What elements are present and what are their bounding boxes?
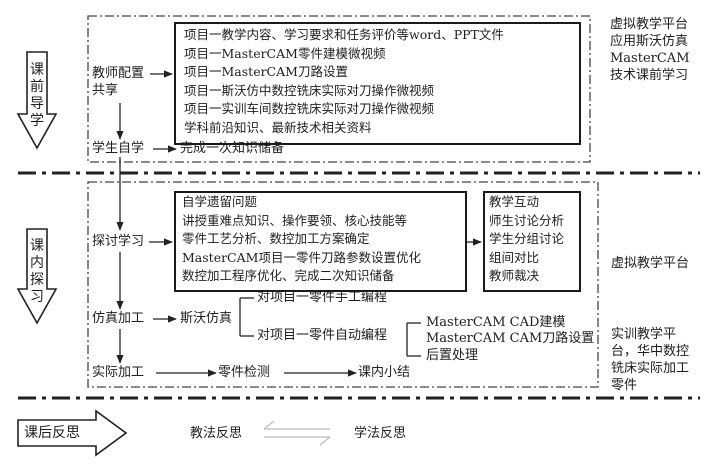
resource-item: 项目一教学内容、学习要求和任务评价等word、PPT文件 xyxy=(184,27,504,42)
interaction-box: 教学互动 师生讨论分析 学生分组讨论 组间对比 教师裁决 xyxy=(483,191,581,292)
resource-item: 项目一MasterCAM零件建模微视频 xyxy=(184,45,386,61)
part-inspection-label: 零件检测 xyxy=(218,365,271,380)
class-summary-label: 课内小结 xyxy=(358,365,411,380)
pre-class-arrow-shape xyxy=(16,51,58,150)
discussion-item: MasterCAM项目一零件刀路参数设置优化 xyxy=(182,249,421,265)
pre-class-arrow-label: 课前导学 xyxy=(30,62,44,129)
simulation-label: 仿真加工 xyxy=(92,311,145,326)
interaction-item: 教学互动 xyxy=(489,194,540,209)
first-knowledge-label: 完成一次知识储备 xyxy=(180,141,285,156)
interaction-item: 学生分组讨论 xyxy=(489,231,565,247)
resource-item: 项目一实训车间数控铣床实际对刀操作微视频 xyxy=(184,101,435,117)
cad-item: MasterCAM CAD建模 xyxy=(426,315,566,330)
teacher-share-label: 教师配置共享 xyxy=(92,66,145,98)
in-class-arrow-shape xyxy=(16,228,58,325)
resource-box: 项目一教学内容、学习要求和任务评价等word、PPT文件 项目一MasterCA… xyxy=(174,22,581,145)
interaction-item: 教师裁决 xyxy=(489,268,540,284)
learning-reflection-label: 学法反思 xyxy=(354,426,407,441)
real-platform-note: 实训教学平台，华中数控铣床实际加工零件 xyxy=(611,327,690,393)
resource-item: 学科前沿知识、最新技术相关资料 xyxy=(184,119,372,135)
manual-program-label: 对项目一零件手工编程 xyxy=(257,290,388,305)
resource-item: 项目一MasterCAM刀路设置 xyxy=(184,64,348,80)
discussion-label: 探讨学习 xyxy=(92,234,145,249)
discussion-item: 数控加工程序优化、完成二次知识储备 xyxy=(182,268,395,284)
in-class-arrow-label: 课内探习 xyxy=(30,238,44,305)
post-class-arrow-label: 课后反思 xyxy=(24,425,80,441)
interaction-item: 师生讨论分析 xyxy=(489,212,565,228)
auto-program-label: 对项目一零件自动编程 xyxy=(257,328,388,343)
discussion-item: 讲授重难点知识、操作要领、核心技能等 xyxy=(182,212,408,228)
teaching-reflection-label: 教法反思 xyxy=(190,426,243,441)
pre-class-frame xyxy=(87,15,591,163)
post-class-arrow-shape xyxy=(17,409,128,457)
cad-item: 后置处理 xyxy=(426,348,479,363)
discussion-item: 零件工艺分析、数控加工方案确定 xyxy=(182,231,370,247)
discussion-item: 自学遗留问题 xyxy=(182,194,258,209)
cad-item: MasterCAM CAM刀路设置 xyxy=(426,331,595,346)
pre-class-side-note: 虚拟教学平台应用斯沃仿真MasterCAM技术课前学习 xyxy=(610,17,690,83)
real-machining-label: 实际加工 xyxy=(92,365,145,380)
discussion-box: 自学遗留问题 讲授重难点知识、操作要领、核心技能等 零件工艺分析、数控加工方案确… xyxy=(174,191,467,292)
resource-item: 项目一斯沃仿中数控铣床实际对刀操作微视频 xyxy=(184,82,435,98)
in-class-frame xyxy=(87,181,599,388)
swansoft-label: 斯沃仿真 xyxy=(180,311,233,326)
virtual-platform-note: 虚拟教学平台 xyxy=(611,256,690,271)
interaction-item: 组间对比 xyxy=(489,249,540,265)
self-study-label: 学生自学 xyxy=(92,141,145,156)
